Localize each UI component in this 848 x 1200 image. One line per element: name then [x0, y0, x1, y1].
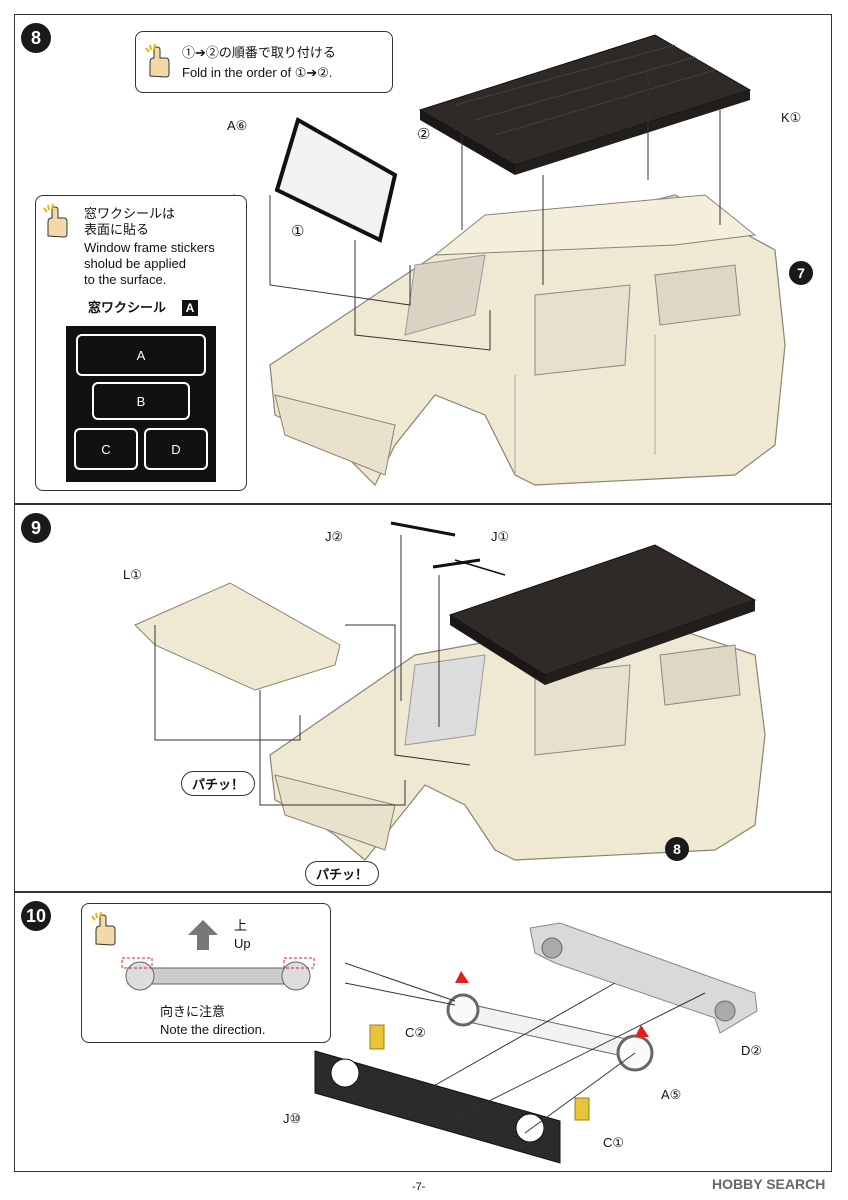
- assembly-guide-lines: [34, 65, 721, 351]
- direction-note-jp: 向きに注意: [160, 1004, 226, 1019]
- sticker-d: D: [144, 428, 208, 470]
- roof-panel-shape: [418, 34, 752, 175]
- order-2-marker: ②: [417, 126, 431, 143]
- red-marker-2: [635, 1025, 649, 1037]
- windshield-part-label: A⑥: [227, 118, 248, 133]
- step-8-panel: 8: [14, 14, 832, 504]
- step-9-illustration: [134, 521, 766, 861]
- step-10-panel: 10: [14, 892, 832, 1172]
- roof-panel-shape: [448, 544, 757, 685]
- sticker-note-en-2: sholud be applied: [84, 256, 186, 271]
- windshield-part-shape: [274, 117, 398, 243]
- red-marker-1: [455, 971, 469, 983]
- sticker-c: C: [74, 428, 138, 470]
- snap-callout-1: パチッ！: [181, 771, 256, 796]
- sticker-a: A: [76, 334, 206, 376]
- step-number: 10: [21, 901, 51, 931]
- sticker-note-en-3: to the surface.: [84, 272, 167, 287]
- bar-direction-diagram: [121, 957, 315, 991]
- sticker-note-en-1: Window frame stickers: [84, 240, 215, 255]
- hood-part-shape: [134, 582, 341, 691]
- plate-d2-label: D②: [741, 1043, 763, 1058]
- page-number: -7-: [412, 1181, 426, 1193]
- ref-step-7: 7: [789, 261, 813, 285]
- fold-order-note-jp: ①➔②の順番で取り付ける: [182, 45, 336, 60]
- chrome-bar-a5-shape: [446, 993, 654, 1072]
- pointing-hand-icon: [91, 912, 116, 946]
- ref-step-8: 8: [665, 837, 689, 861]
- chrome-bar-a5-label: A⑤: [661, 1087, 682, 1102]
- sticker-note: 窓ワクシールは 表面に貼る Window frame stickers shol…: [35, 195, 247, 491]
- pointing-hand-icon: [43, 204, 68, 238]
- snap-callout-2: パチッ！: [305, 861, 380, 886]
- clip-c-shapes: [369, 1024, 590, 1121]
- assembly-guide-lines: [344, 962, 706, 1134]
- car-body-shape: [269, 194, 786, 487]
- step-9-panel: 9 J② J① L① パチッ！: [14, 504, 832, 892]
- sticker-sheet: A B C D: [66, 326, 216, 482]
- fold-order-note-en: Fold in the order of ①➔②.: [182, 65, 333, 80]
- step-10-illustration: [314, 922, 758, 1164]
- sticker-sheet-badge: A: [182, 300, 198, 316]
- car-body-shape: [269, 614, 766, 861]
- grille-j10-shape: [314, 1050, 561, 1164]
- clip-c1-label: C①: [603, 1135, 625, 1150]
- hobby-search-watermark: HOBBY SEARCH: [712, 1176, 826, 1192]
- sticker-note-jp-2: 表面に貼る: [84, 222, 150, 237]
- up-label-jp: 上: [234, 918, 248, 933]
- order-1-marker: ①: [291, 223, 305, 240]
- pointing-hand-icon: [145, 44, 170, 78]
- direction-note: 上 Up 向きに注意 Note the direction.: [81, 903, 331, 1043]
- step-number: 8: [21, 23, 51, 53]
- up-arrow-icon: [188, 920, 218, 950]
- sticker-note-jp-1: 窓ワクシールは: [84, 206, 176, 221]
- clip-c2-label: C②: [405, 1025, 427, 1040]
- step-number: 9: [21, 513, 51, 543]
- up-label-en: Up: [234, 936, 251, 951]
- grille-j10-label: J⑩: [283, 1111, 302, 1126]
- wiper-j2-label: J②: [325, 529, 344, 544]
- wiper-shapes: [390, 521, 506, 576]
- roof-part-label: K①: [781, 110, 802, 125]
- sticker-sheet-title: 窓ワクシール: [88, 300, 167, 315]
- step-8-illustration: [34, 34, 786, 487]
- sticker-b: B: [92, 382, 190, 420]
- bumper-plate-d2-shape: [529, 922, 758, 1034]
- assembly-guide-lines: [154, 535, 471, 806]
- direction-note-en: Note the direction.: [160, 1022, 266, 1037]
- hood-part-label: L①: [123, 567, 142, 582]
- wiper-j1-label: J①: [491, 529, 510, 544]
- fold-order-note: ①➔②の順番で取り付ける Fold in the order of ①➔②.: [135, 31, 393, 93]
